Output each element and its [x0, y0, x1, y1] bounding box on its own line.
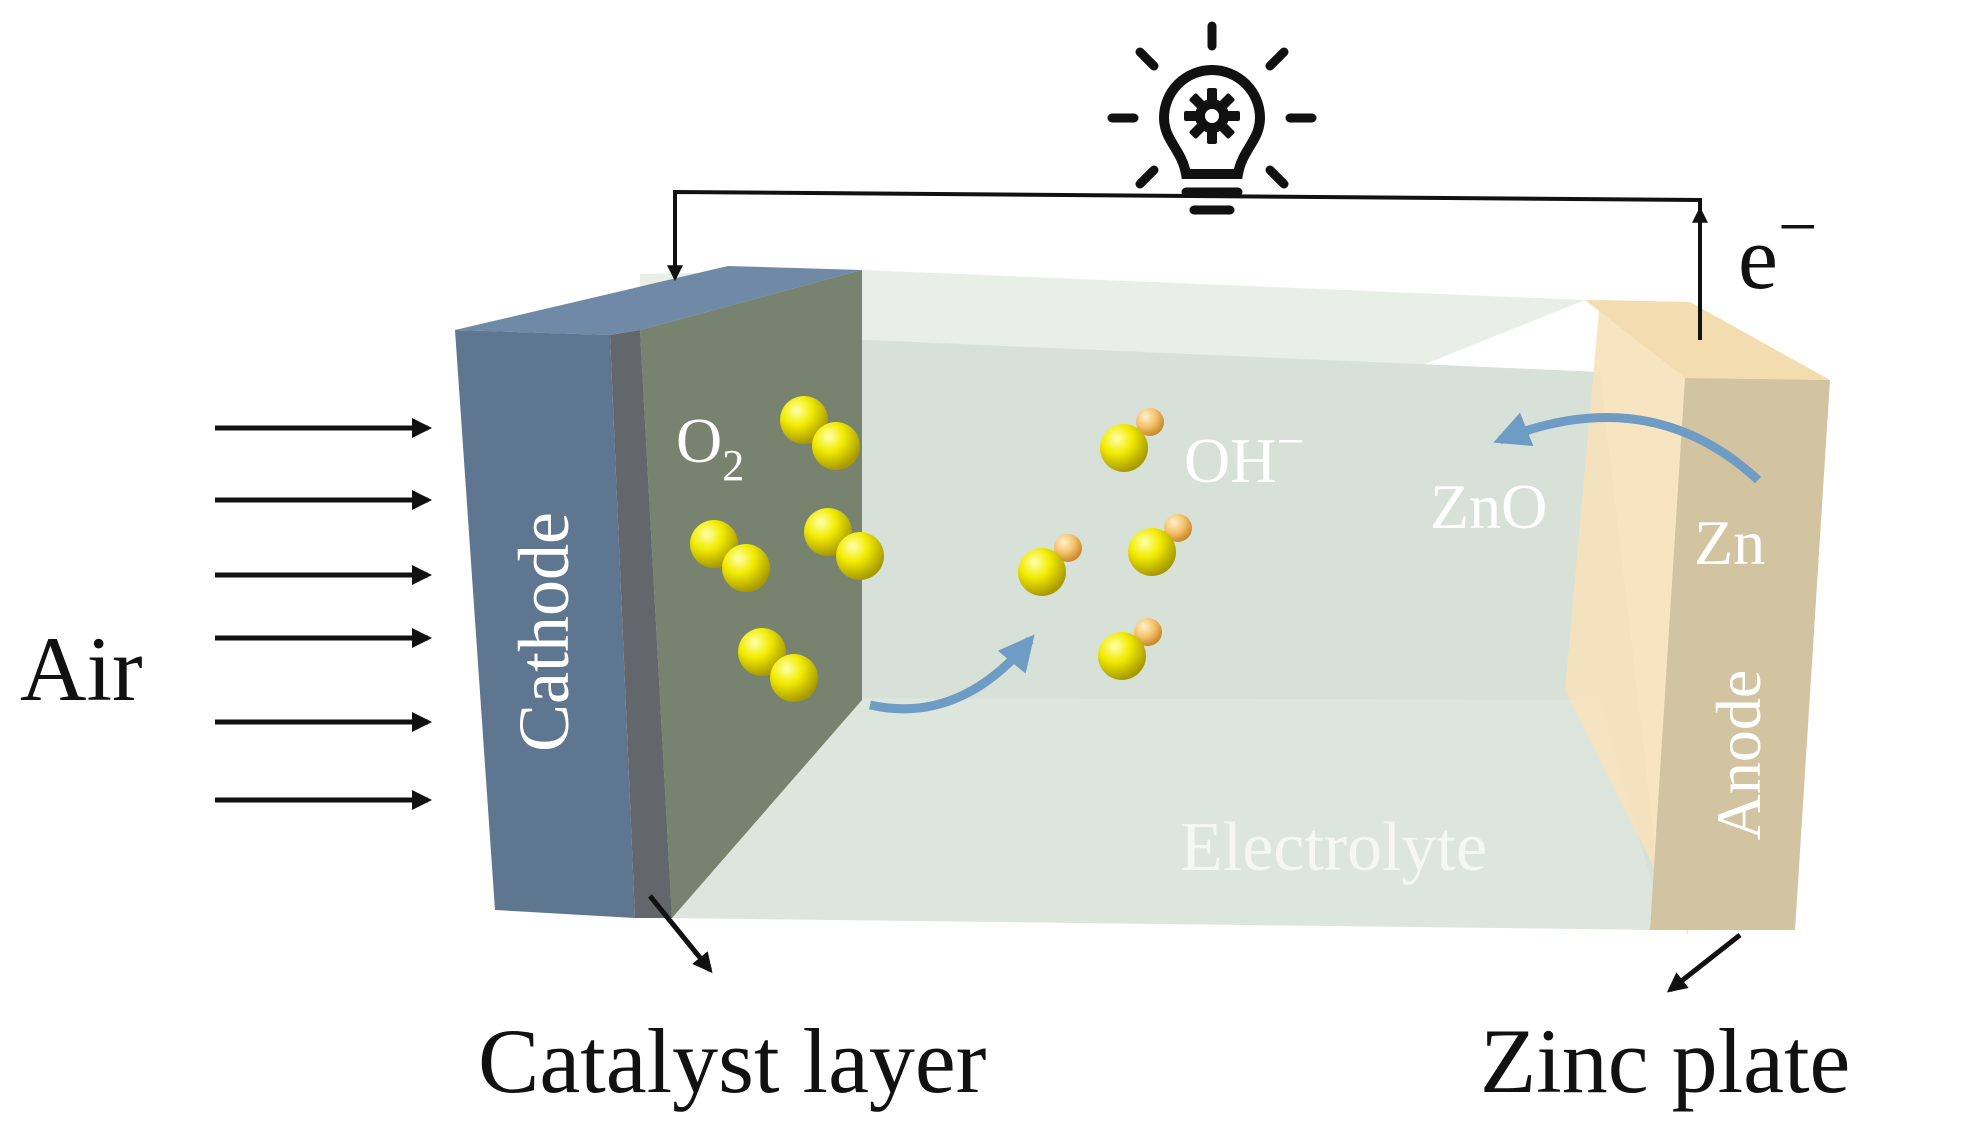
oh-superscript: − [1276, 413, 1304, 469]
cathode-edge [610, 330, 672, 918]
electron-symbol: e [1738, 209, 1778, 308]
o2-subscript: 2 [722, 441, 744, 490]
o2-symbol: O [676, 405, 722, 476]
zno-label: ZnO [1430, 471, 1547, 542]
hydroxide-ion-icon [1098, 618, 1162, 680]
hydroxide-ion-icon [1100, 408, 1164, 472]
light-bulb-gear-icon [1107, 21, 1317, 215]
electron-label: e− [1738, 189, 1817, 308]
o2-to-oh-curve-arrow [869, 634, 1035, 714]
cathode-label: Cathode [504, 512, 584, 752]
zinc-pointer-arrow [1666, 933, 1742, 993]
cathode-top-face [455, 266, 862, 335]
electrolyte-label: Electrolyte [1180, 809, 1487, 886]
anode-label: Anode [1703, 670, 1774, 841]
hydroxide-ions [1018, 408, 1192, 680]
catalyst-pointer-arrow [648, 894, 713, 974]
hydroxide-ion-icon [1128, 514, 1192, 576]
o2-molecule-icon [738, 628, 818, 702]
gear-icon [1184, 88, 1240, 144]
air-label: Air [20, 618, 143, 720]
anode-front-face [1650, 378, 1830, 930]
anode-inner-face [1565, 300, 1688, 935]
anode-top-face [1585, 300, 1830, 380]
hydroxide-ion-icon [1018, 534, 1082, 596]
catalyst-floor [672, 698, 1665, 930]
zinc-plate-label: Zinc plate [1480, 1010, 1850, 1112]
o2-label: O2 [676, 405, 744, 490]
zn-to-zno-curve-arrow [1493, 412, 1762, 484]
cathode-front-face [455, 330, 635, 918]
o2-molecules [690, 396, 884, 702]
oh-label: OH− [1184, 413, 1305, 496]
air-flow-arrows [215, 418, 432, 810]
oh-symbol: OH [1184, 425, 1276, 496]
o2-molecule-icon [780, 396, 860, 470]
zn-label: Zn [1694, 507, 1765, 578]
o2-molecule-icon [690, 520, 770, 592]
o2-molecule-icon [804, 508, 884, 580]
electron-superscript: − [1778, 189, 1817, 266]
battery-body [455, 266, 1830, 935]
catalyst-layer-label: Catalyst layer [478, 1010, 986, 1112]
